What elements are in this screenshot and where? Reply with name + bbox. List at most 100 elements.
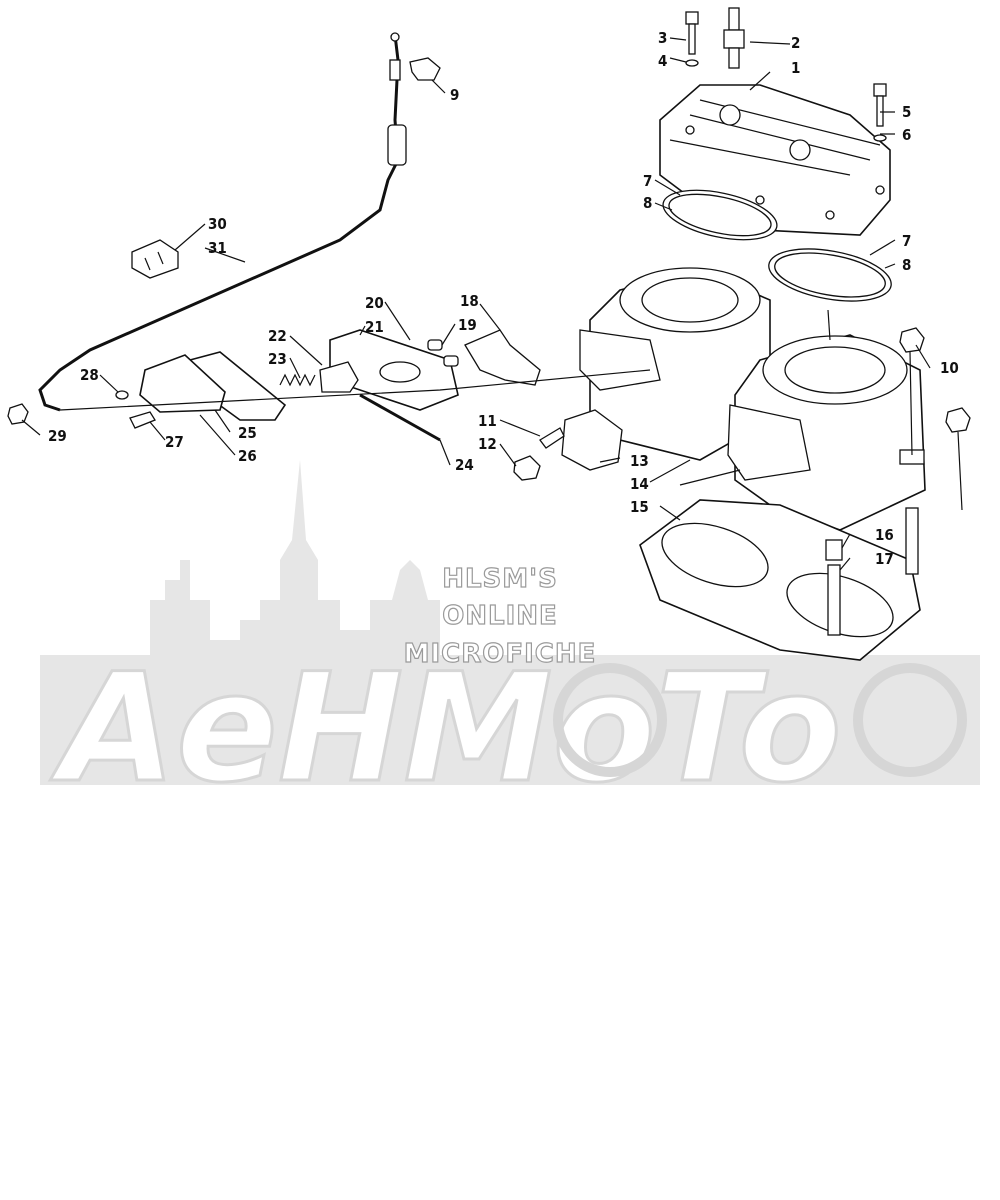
leader-13 (599, 457, 621, 463)
cable-end-ball (390, 32, 400, 42)
leader-11-12 (499, 419, 541, 467)
alignment-leader (59, 369, 651, 411)
callout-20: 20 (365, 294, 384, 312)
cylinder-head-spark-port-2 (789, 139, 811, 161)
bolt-24 (359, 393, 441, 442)
callout-3: 3 (658, 29, 667, 47)
stud-17-b (905, 507, 919, 575)
callout-24: 24 (455, 456, 474, 474)
leader-2 (749, 41, 791, 45)
watermark-line-3: MICROFICHE (404, 639, 597, 669)
callout-22: 22 (268, 327, 287, 345)
callout-28: 28 (80, 366, 99, 384)
clip-28 (115, 390, 129, 400)
callout-27: 27 (165, 433, 184, 451)
pin-19b (443, 355, 459, 367)
cable-end-fitting (389, 59, 401, 81)
exhaust-valve-18 (464, 329, 541, 386)
callout-21: 21 (365, 318, 384, 336)
screw-27 (129, 411, 156, 429)
leader-10 (915, 344, 931, 369)
watermark-line-1: HLSM'S (442, 564, 558, 594)
callout-19: 19 (458, 316, 477, 334)
leader-22 (289, 335, 323, 366)
leader-1 (749, 71, 771, 91)
cylinder-head-bolt-hole (825, 210, 835, 220)
dowel-16 (825, 539, 843, 561)
callout-23: 23 (268, 350, 287, 368)
spark-plug-2 (723, 7, 745, 69)
callout-18: 18 (460, 292, 479, 310)
callout-1: 1 (791, 59, 800, 77)
cover-26 (139, 354, 226, 413)
leader-16-17 (839, 533, 851, 571)
bolt-3-head (685, 11, 699, 25)
callout-30: 30 (208, 215, 227, 233)
skyline-silhouette (150, 460, 440, 660)
callout-5: 5 (902, 103, 911, 121)
cylinder-head-spark-port-1 (719, 104, 741, 126)
leader-5-6 (880, 111, 895, 135)
callout-29: 29 (48, 427, 67, 445)
leader-24 (439, 439, 451, 466)
watermark-band (40, 655, 980, 785)
leader-20 (384, 301, 411, 341)
callout-25: 25 (238, 424, 257, 442)
callout-10: 10 (940, 359, 959, 377)
callout-2: 2 (791, 34, 800, 52)
watermark-wheel-right (853, 663, 967, 777)
o-ring-7-8-upper-inner (668, 193, 772, 237)
cylinder-head-bolt-hole (755, 195, 765, 205)
cable-31 (38, 34, 400, 412)
cable-adjuster (387, 124, 407, 166)
nut-12 (513, 455, 541, 481)
callouts: 2 1 3 4 5 6 7 8 7 8 9 10 11 12 13 14 15 … (21, 29, 959, 571)
watermark-line-2: ONLINE (442, 601, 558, 631)
callout-7a: 7 (643, 172, 652, 190)
callout-4: 4 (658, 52, 667, 70)
nut-29 (7, 403, 29, 425)
base-gasket-15 (639, 499, 921, 661)
leader-31 (204, 247, 246, 263)
watermark-wheel-left (553, 663, 667, 777)
clip-9 (409, 57, 441, 81)
callout-14: 14 (630, 475, 649, 493)
bolt-3 (685, 11, 699, 67)
base-gasket-bore-1 (661, 522, 769, 588)
leader-7-8a (654, 179, 681, 211)
bolt-5-head (873, 83, 887, 97)
leader-7-8b (869, 239, 896, 269)
alignment-leader (827, 309, 831, 341)
leader-27 (149, 421, 166, 441)
bolt-5-shank (876, 95, 884, 127)
callout-9: 9 (450, 86, 459, 104)
callout-31: 31 (208, 239, 227, 257)
spark-plug-insulator (728, 7, 740, 31)
leader-25-26 (199, 409, 236, 456)
callout-11: 11 (478, 412, 497, 430)
leader-28 (99, 374, 119, 393)
leader-30 (174, 223, 206, 251)
bolt-5 (873, 83, 887, 142)
actuator-22 (319, 361, 359, 393)
cylinder-front-intake-port (727, 404, 811, 481)
clamp-30-detail (144, 251, 164, 271)
leader-18 (479, 303, 501, 331)
cylinder-front-bore (784, 346, 886, 394)
callout-16: 16 (875, 526, 894, 544)
spark-plug-hex (723, 29, 745, 49)
leader-14 (649, 459, 741, 486)
callout-8b: 8 (902, 256, 911, 274)
callout-26: 26 (238, 447, 257, 465)
leader-15 (659, 505, 681, 521)
nut-10-lower (945, 407, 971, 433)
leader-21 (359, 325, 366, 336)
nut-10-upper (899, 327, 925, 353)
cylinder-front (727, 334, 926, 531)
nut-10-leader (909, 351, 963, 511)
washer-6 (873, 134, 887, 142)
stud-17 (827, 564, 841, 636)
callout-13: 13 (630, 452, 649, 470)
callout-15: 15 (630, 498, 649, 516)
stud-11 (539, 427, 565, 449)
